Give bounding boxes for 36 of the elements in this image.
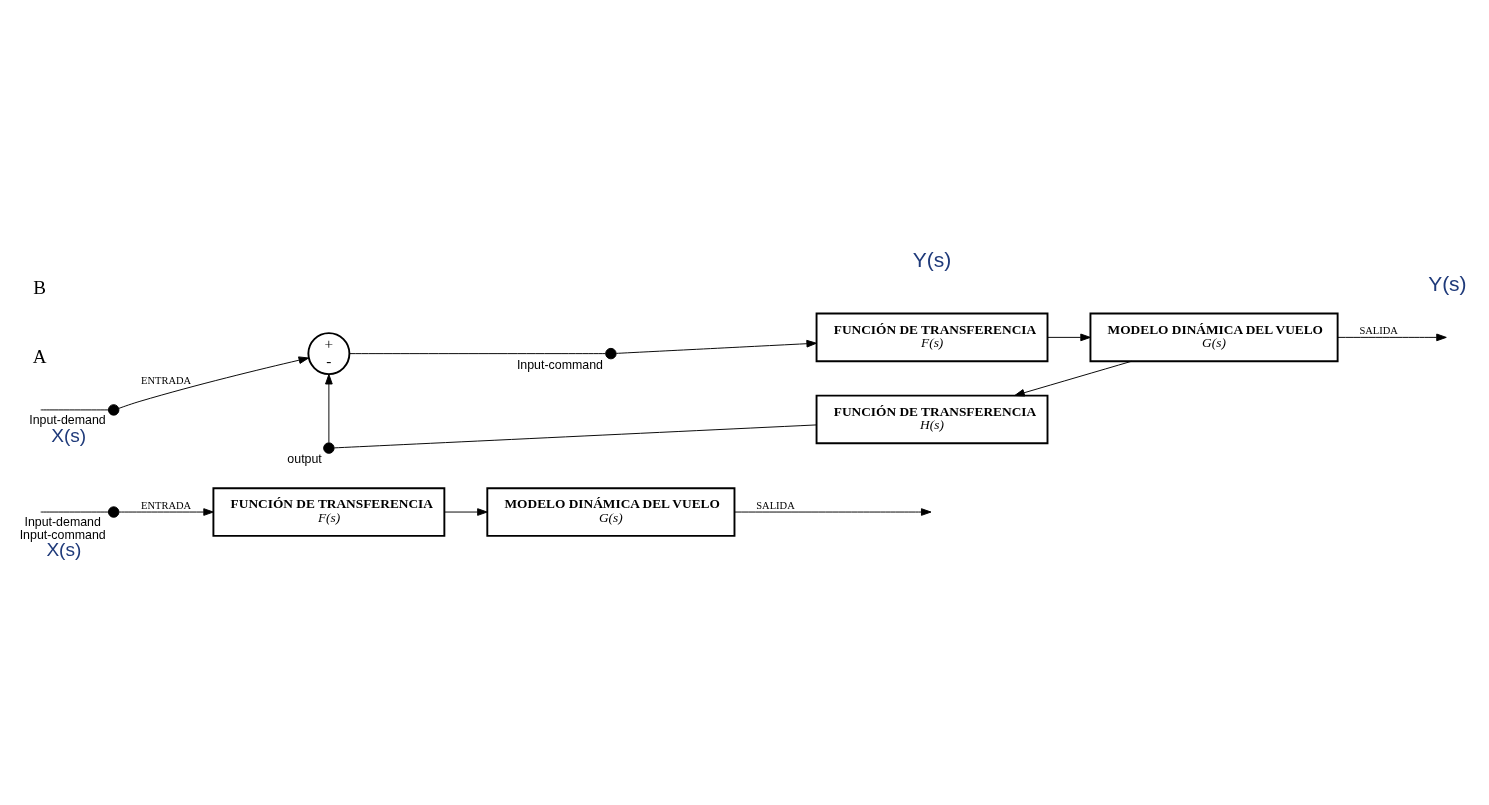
label: B <box>33 276 47 298</box>
arrow <box>734 507 932 516</box>
node-box: MODELO DINÁMICA DEL VUELO G(s) <box>486 486 736 537</box>
connector <box>40 408 109 410</box>
node-label: X(s) <box>51 424 87 446</box>
label: Y(s) <box>1428 271 1467 295</box>
label: Y(s) <box>912 247 952 271</box>
edge-label: SALIDA <box>756 499 795 511</box>
node-label: Input-command <box>516 357 603 372</box>
node-label: Input-demand <box>29 412 106 427</box>
node-box: MODELO DINÁMICA DEL VUELO G(s) <box>1089 312 1339 362</box>
node-label: Input-demand <box>24 514 101 529</box>
node-circle <box>323 441 335 454</box>
node-circle <box>107 403 120 416</box>
edge-label: SALIDA <box>1359 324 1398 336</box>
arrow <box>118 355 310 409</box>
label: A <box>32 345 47 367</box>
connector <box>349 352 606 354</box>
arrow <box>325 373 333 443</box>
connector <box>333 423 817 448</box>
arrow <box>1337 333 1447 341</box>
node-label: output <box>287 451 322 466</box>
node-box: FUNCIÓN DE TRANSFERENCIA F(s) <box>815 312 1049 362</box>
node-circle: + - <box>307 331 351 375</box>
edge-label: ENTRADA <box>141 499 192 511</box>
arrow <box>1047 333 1091 341</box>
node-box: FUNCIÓN DE TRANSFERENCIA F(s) <box>212 486 446 537</box>
node-circle <box>107 505 120 518</box>
node-box: FUNCIÓN DE TRANSFERENCIA H(s) <box>815 394 1049 444</box>
node-circle <box>605 347 617 359</box>
arrow <box>1014 360 1132 396</box>
arrow <box>444 507 488 516</box>
edge-label: ENTRADA <box>141 374 192 386</box>
arrow <box>615 339 817 354</box>
arrow <box>118 507 214 516</box>
connector <box>40 511 109 512</box>
